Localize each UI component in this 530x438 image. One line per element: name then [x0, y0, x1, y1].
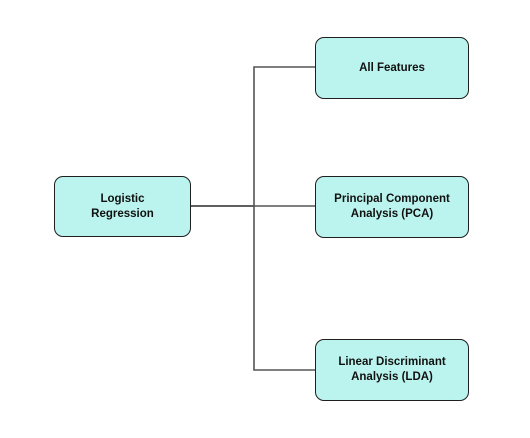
connector-root-to-lda: [191, 205, 315, 371]
lda-label: Linear Discriminant Analysis (LDA): [338, 356, 446, 383]
all-features-label: All Features: [359, 61, 425, 74]
lda-node[interactable]: Linear Discriminant Analysis (LDA): [315, 339, 469, 401]
logistic-regression-label: Logistic Regression: [91, 192, 154, 220]
pca-node[interactable]: Principal Component Analysis (PCA): [315, 176, 469, 238]
logistic-regression-node[interactable]: Logistic Regression: [54, 176, 191, 237]
connector-root-to-all-features: [191, 66, 315, 207]
all-features-node[interactable]: All Features: [315, 37, 469, 99]
pca-label: Principal Component Analysis (PCA): [334, 193, 450, 220]
